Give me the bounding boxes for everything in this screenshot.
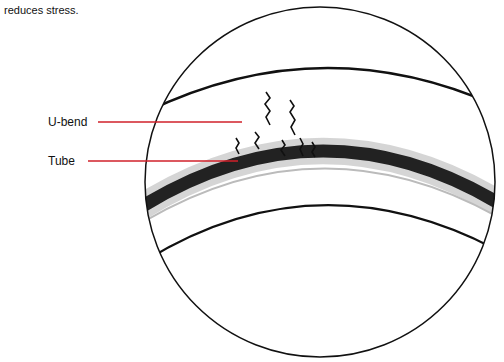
- leader-line: [98, 121, 242, 123]
- crack: [265, 92, 270, 125]
- crack: [281, 140, 285, 156]
- crack: [236, 138, 239, 154]
- crack: [255, 132, 259, 149]
- caption-text: reduces stress.: [4, 3, 79, 17]
- magnifier-circle: [145, 7, 495, 357]
- tube-inner-edge: [130, 168, 504, 230]
- tube-lower-edge: [140, 205, 504, 264]
- crack: [312, 142, 315, 157]
- lens-contents: [130, 68, 504, 264]
- crack-lines: [236, 92, 315, 157]
- crack: [290, 100, 295, 135]
- crack: [300, 138, 303, 156]
- part-label: U-bend: [48, 115, 87, 129]
- leader-line: [88, 160, 238, 162]
- part-label: Tube: [48, 154, 75, 168]
- u-bend-outer-edge: [130, 68, 504, 120]
